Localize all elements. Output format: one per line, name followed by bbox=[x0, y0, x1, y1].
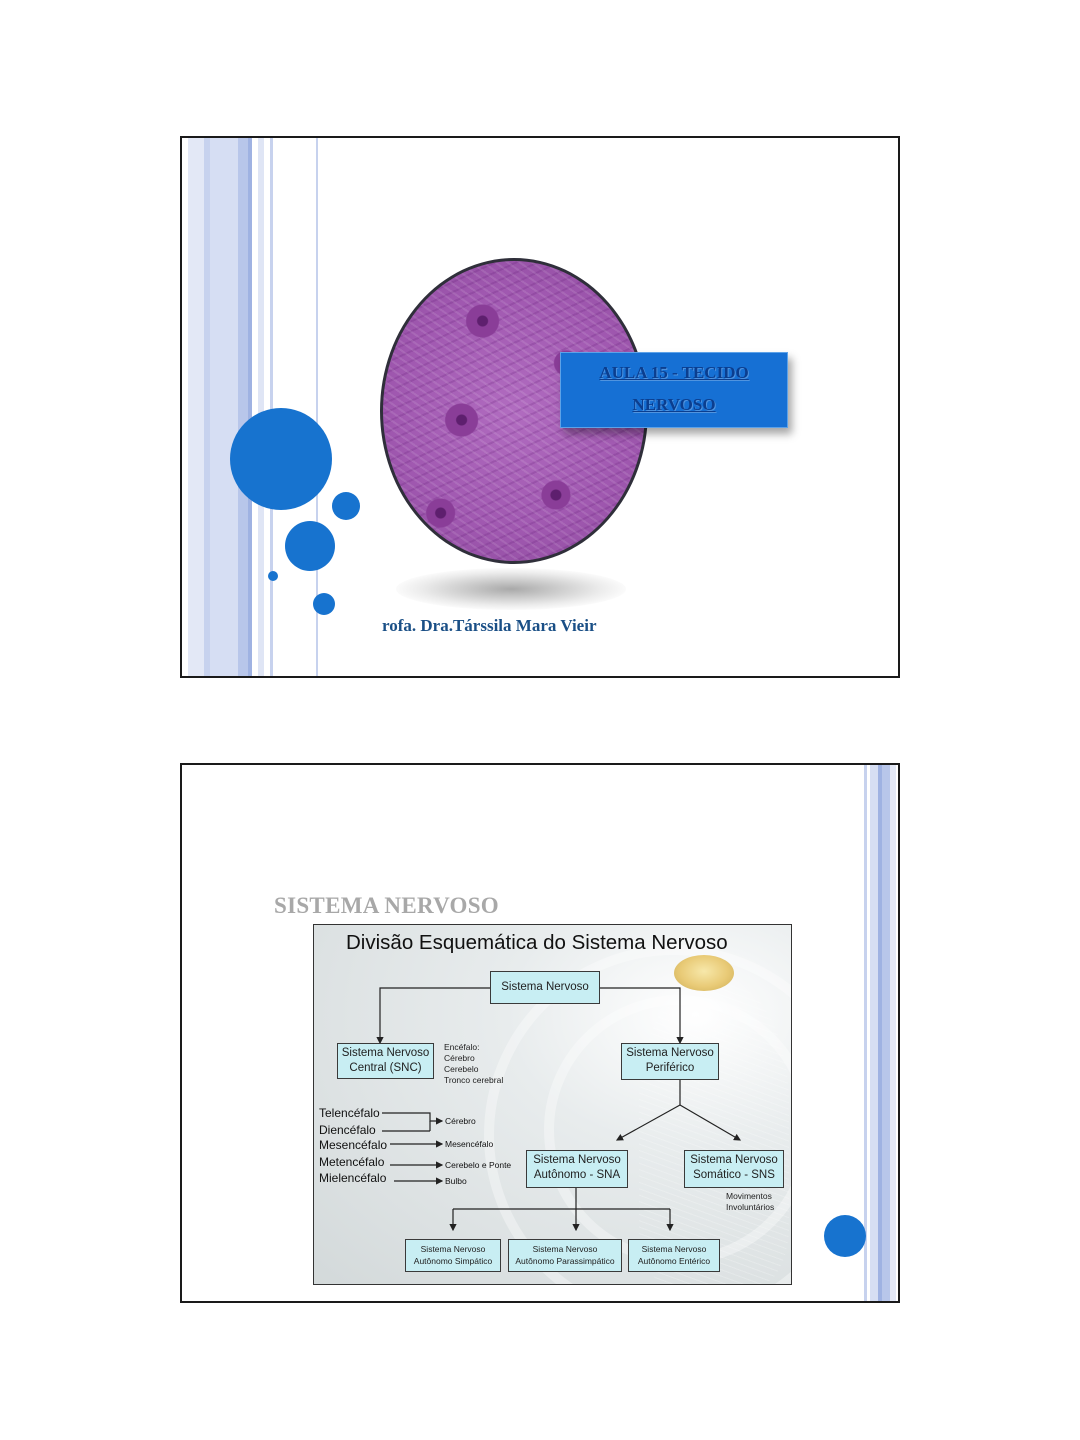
decor-circle-large bbox=[230, 408, 332, 510]
target-medulla: Bulbo bbox=[445, 1176, 467, 1186]
box-autonomic-nervous-system: Sistema Nervoso Autônomo - SNA bbox=[526, 1150, 628, 1188]
connector-root-central bbox=[376, 987, 490, 1045]
lesson-title-line-2: NERVOSO bbox=[632, 395, 716, 414]
slide-1: AULA 15 - TECIDO NERVOSO rofa. Dra.Társs… bbox=[180, 136, 900, 678]
decor-circle bbox=[824, 1215, 866, 1257]
connector-root-peripheral bbox=[600, 987, 684, 1045]
right-stripe-decoration bbox=[864, 765, 898, 1301]
brain-illustration bbox=[674, 955, 734, 991]
decor-circle-tiny bbox=[268, 571, 278, 581]
box-central-nervous-system: Sistema Nervoso Central (SNC) bbox=[337, 1043, 434, 1079]
left-stripe-decoration bbox=[182, 138, 322, 676]
diagram-connectors bbox=[376, 987, 742, 1232]
target-mesencephalon: Mesencéfalo bbox=[445, 1139, 494, 1149]
target-cerebellum-pons: Cerebelo e Ponte bbox=[445, 1160, 512, 1170]
box-sympathetic: Sistema Nervoso Autônomo Simpático bbox=[405, 1239, 501, 1272]
encephalon-note: Encéfalo: Cérebro Cerebelo Tronco cerebr… bbox=[444, 1042, 504, 1085]
author-name: rofa. Dra.Társsila Mara Vieir bbox=[382, 616, 597, 635]
connector-to-somatic bbox=[679, 1104, 742, 1141]
slide-2: SISTEMA NERVOSO Divisão Esquemática do S… bbox=[180, 763, 900, 1303]
somatic-note: Movimentos Involuntários bbox=[726, 1191, 775, 1212]
box-nervous-system: Sistema Nervoso bbox=[490, 971, 600, 1004]
lesson-title-box: AULA 15 - TECIDO NERVOSO bbox=[560, 352, 788, 428]
decor-circle-medium bbox=[285, 521, 335, 571]
slide-title: SISTEMA NERVOSO bbox=[274, 893, 499, 918]
box-enteric: Sistema Nervoso Autônomo Entérico bbox=[628, 1239, 720, 1272]
region-mesencephalon: Mesencéfalo bbox=[319, 1138, 388, 1152]
human-figure-illustration bbox=[639, 985, 789, 1284]
region-myelencephalon: Mielencéfalo bbox=[319, 1171, 387, 1185]
diagram-title: Divisão Esquemática do Sistema Nervoso bbox=[346, 931, 728, 954]
nervous-system-diagram: Divisão Esquemática do Sistema Nervoso bbox=[313, 924, 792, 1285]
connector-telencephalon bbox=[382, 1112, 444, 1125]
region-telencephalon: Telencéfalo bbox=[319, 1106, 380, 1120]
decor-circle-small bbox=[332, 492, 360, 520]
box-somatic-nervous-system: Sistema Nervoso Somático - SNS bbox=[684, 1150, 784, 1188]
lesson-title-line-1: AULA 15 - TECIDO bbox=[599, 363, 749, 382]
region-metencephalon: Metencéfalo bbox=[319, 1155, 385, 1169]
region-diencephalon: Diencéfalo bbox=[319, 1123, 376, 1137]
connector-to-autonomic bbox=[615, 1104, 681, 1141]
box-parasympathetic: Sistema Nervoso Autônomo Parassimpático bbox=[508, 1239, 622, 1272]
micrograph-shadow bbox=[396, 568, 626, 610]
target-cerebrum: Cérebro bbox=[445, 1116, 476, 1126]
decor-circle-small-2 bbox=[313, 593, 335, 615]
box-peripheral-nervous-system: Sistema Nervoso Periférico bbox=[621, 1043, 719, 1080]
